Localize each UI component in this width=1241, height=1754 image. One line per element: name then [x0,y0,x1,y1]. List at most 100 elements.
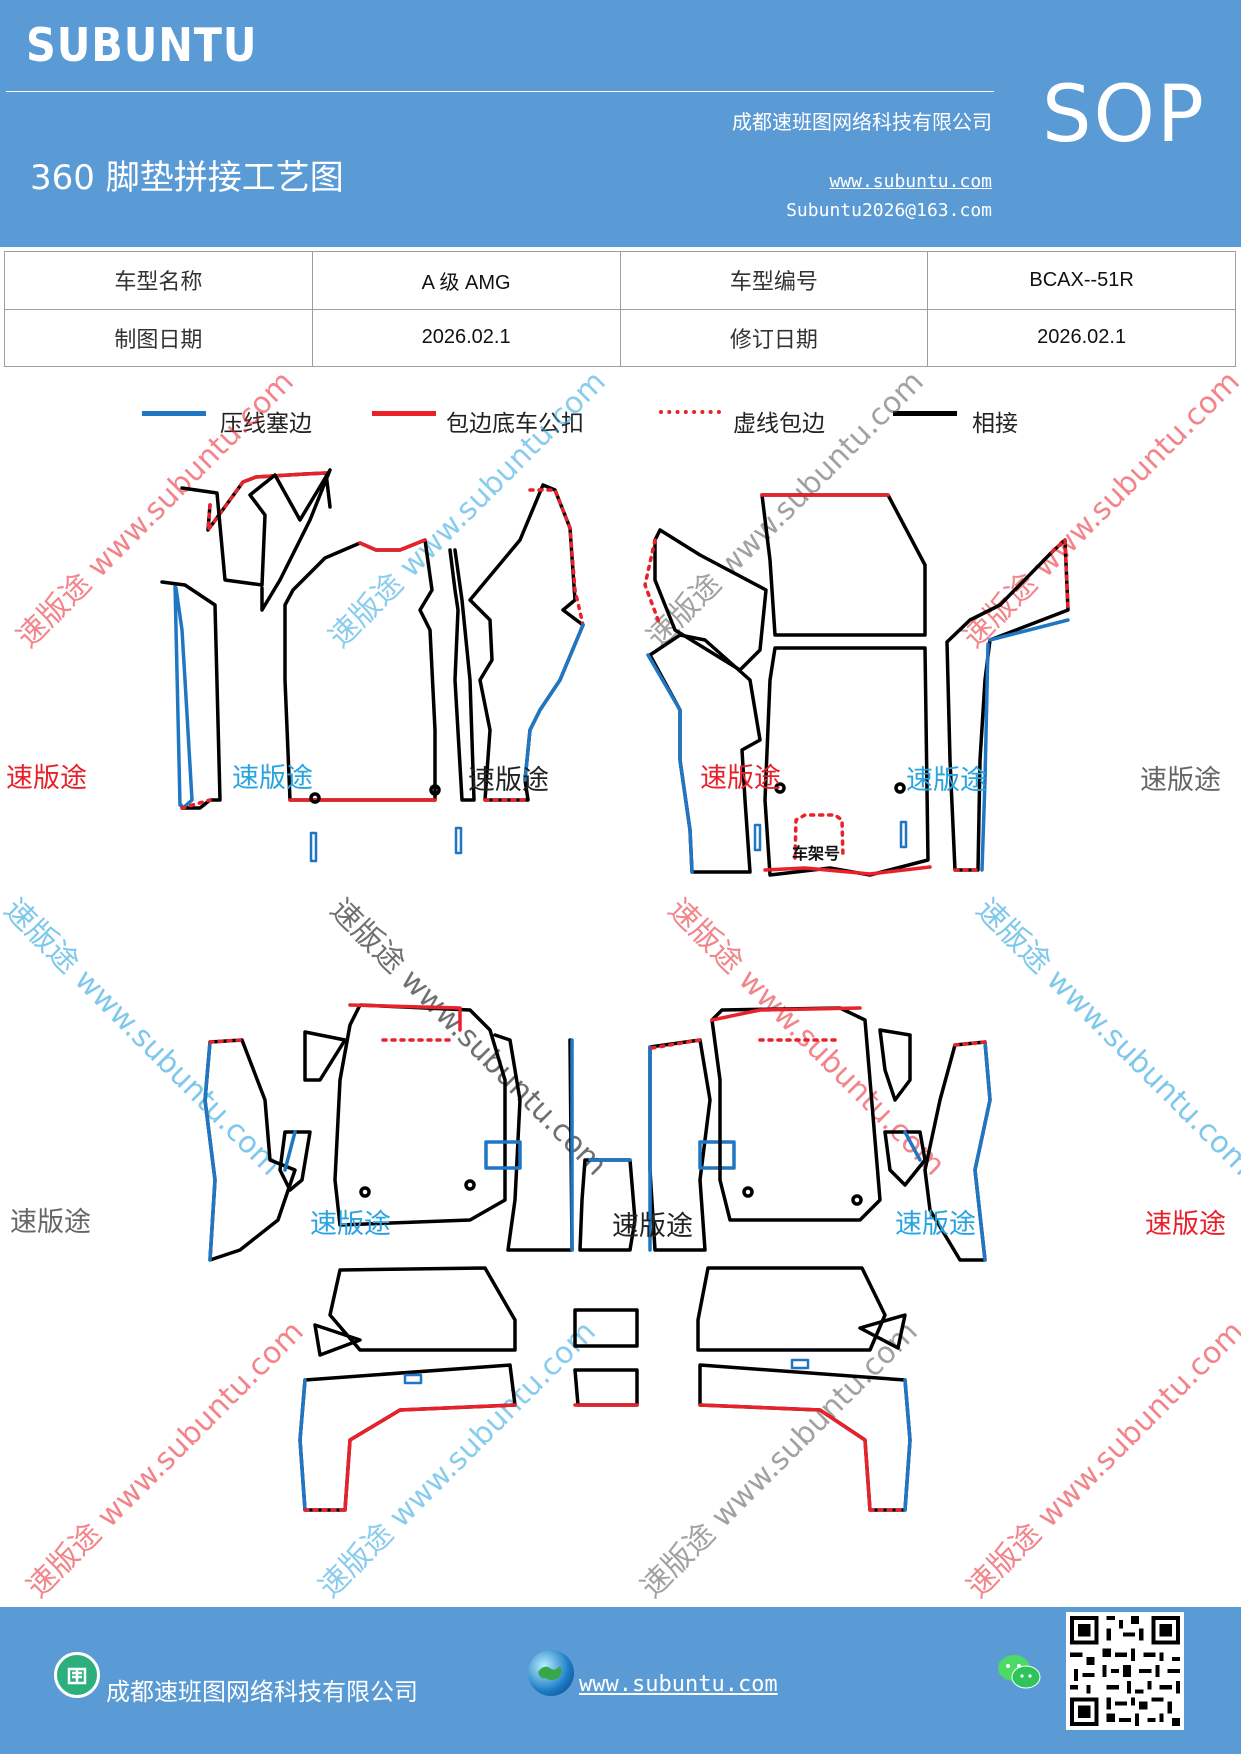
header-email: Subuntu2026@163.com [786,200,992,221]
mat-piece [448,548,476,802]
slot-blue [899,820,908,849]
mat-piece [858,1313,907,1350]
mat-edge-red [241,471,328,484]
rear-left-mats [203,1003,574,1512]
mat-piece [648,633,762,874]
page-title: 360 脚垫拼接工艺图 [30,158,344,198]
company-icon [54,1652,100,1698]
table-row: 制图日期 2026.02.1 修订日期 2026.02.1 [4,308,1236,367]
mat-piece [180,468,332,612]
mat-edge-blue [298,1378,307,1512]
legend-swatch-blue [142,411,206,416]
mat-edge-red [348,1003,462,1032]
brand-label: 速版途 [468,765,549,796]
mat-edge-dotted [206,480,245,532]
mat-edge-dotted [528,488,585,627]
clip-hole [894,782,906,794]
brand-logo-text: SUBUNTU [26,18,258,72]
mat-edge-dotted [1050,538,1070,612]
legend-label-join: 相接 [972,411,1018,437]
header-company-name: 成都速班图网络科技有限公司 [732,110,992,134]
mat-edge-red [698,1403,872,1512]
mat-piece [298,1363,517,1512]
mat-edge-blue [173,582,194,810]
legend-swatch-red [372,411,436,416]
mat-edge-blue [203,1040,217,1262]
mat-edge-red [358,538,427,552]
clip-hole [359,1186,371,1198]
brand-label: 速版途 [700,763,781,794]
mat-edge-blue [903,1378,912,1512]
clip-hole [464,1179,476,1191]
mat-edge-red [343,1403,517,1512]
model-code-label: 车型编号 [619,251,929,310]
clip-blue [484,1140,522,1170]
mat-piece [160,580,222,810]
mat-edge-blue [988,618,1070,642]
front-right-mats [643,493,1070,877]
mat-piece [653,528,768,672]
mat-piece [763,646,930,877]
mat-edge-red [710,1006,862,1022]
clip-blue [698,1140,736,1170]
mat-piece [883,1130,927,1187]
center-tunnel-mats [573,1158,639,1407]
footer-website-link[interactable]: www.subuntu.com [579,1672,778,1697]
mat-edge-blue [283,1130,297,1172]
footer-company-name: 成都速班图网络科技有限公司 [106,1678,418,1706]
brand-label: 速版途 [906,765,987,796]
slot-blue [790,1358,810,1370]
mat-piece [278,1130,312,1192]
sop-label: SOP [1042,70,1206,160]
model-code-value: BCAX--51R [927,251,1236,310]
model-name-label: 车型名称 [4,251,313,310]
mat-edge-dotted [208,1038,244,1044]
brand-label: 速版途 [612,1211,693,1242]
mat-piece [573,1368,639,1407]
revision-date-value: 2026.02.1 [927,308,1236,367]
legend-label-dotted-binding: 虚线包边 [733,411,825,437]
table-row: 车型名称 A 级 AMG 车型编号 BCAX--51R [4,251,1236,310]
legend-label-press-line: 压线塞边 [220,411,312,437]
globe-icon [528,1650,574,1696]
mat-piece [696,1266,887,1352]
mat-piece [328,1266,517,1352]
mat-piece [945,538,1070,872]
mat-edge-blue [973,1040,992,1262]
frame-number-label: 车架号 [792,844,841,863]
clip-hole [429,784,441,796]
mat-edge-dotted [650,1038,702,1050]
mat-edge-blue [903,1130,922,1162]
drawing-date-label: 制图日期 [4,308,313,367]
slot-blue [454,826,463,855]
rear-right-mats [648,1006,992,1512]
mat-edge-blue [523,623,585,782]
mat-edge-blue [980,642,990,872]
frame-number-cutout [793,813,845,860]
brand-label: 速版途 [10,1207,91,1238]
slot-blue [403,1373,423,1385]
mat-piece [573,1308,639,1348]
mat-edge-blue [646,653,694,874]
header-website-link[interactable]: www.subuntu.com [829,171,992,192]
slot-blue [309,831,318,863]
qr-code [1066,1612,1184,1730]
brand-label: 速版途 [1145,1209,1226,1240]
revision-date-label: 修订日期 [619,308,929,367]
mat-piece [313,1323,362,1357]
mat-piece [760,493,927,637]
mat-edge-red [763,865,932,876]
legend-label-edge-binding: 包边底车公扣 [446,411,584,437]
legend-swatch-red-dotted [659,410,721,414]
mat-edge-dotted [643,538,662,627]
brand-label: 速版途 [895,1209,976,1240]
model-name-value: A 级 AMG [311,251,621,310]
clip-hole [309,792,321,804]
brand-label: 速版途 [232,763,313,794]
wechat-icon [996,1652,1042,1692]
legend-swatch-black [893,411,957,416]
floor-mat-diagram [160,468,1070,1512]
mat-piece [698,1363,912,1512]
brand-label: 速版途 [1140,765,1221,796]
clip-hole [742,1186,754,1198]
